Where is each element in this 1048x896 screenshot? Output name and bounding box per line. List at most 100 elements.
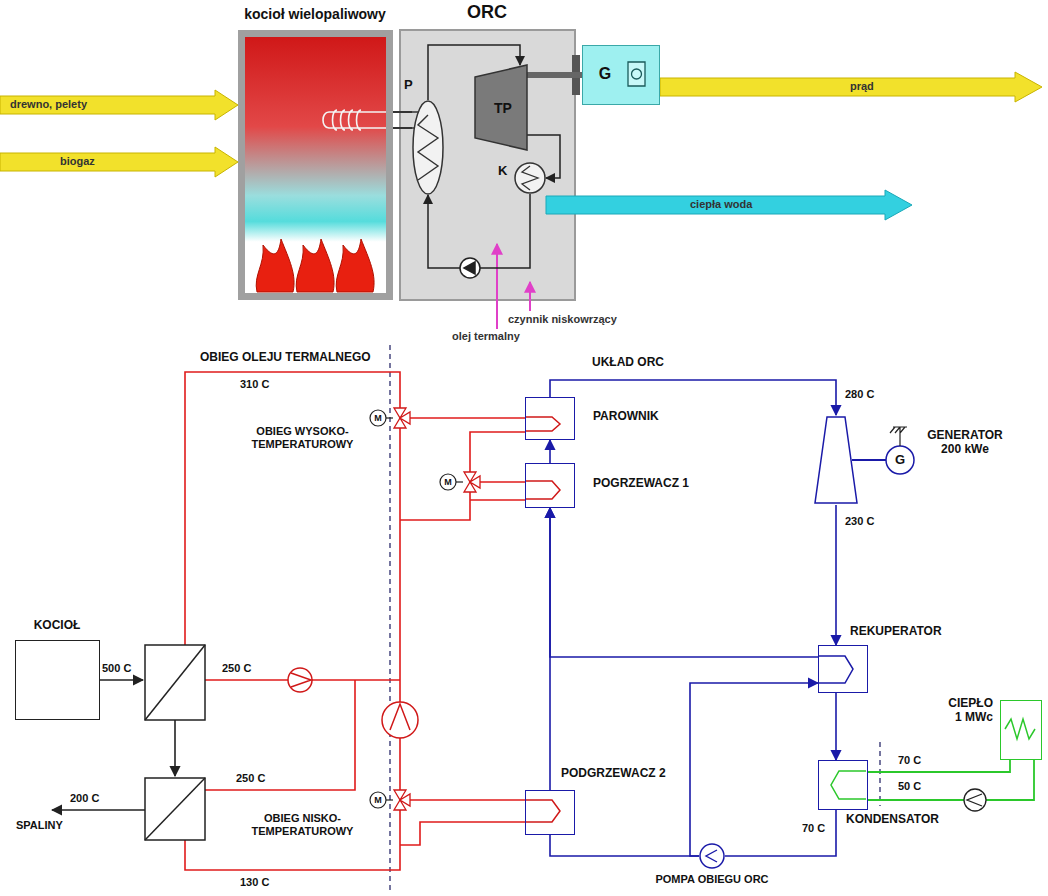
oil-pump	[288, 668, 418, 738]
annotation-label: OBIEG NISKO- TEMPERATUROWY	[240, 812, 365, 837]
annotation-label: 50 C	[898, 780, 921, 793]
connector-layer	[393, 45, 1010, 856]
valve-motor-link	[386, 417, 393, 418]
motor-mark: M	[374, 413, 382, 423]
node-outline	[526, 464, 574, 507]
node-symbol	[815, 417, 857, 503]
turbine-generator: GGENERATOR 200 kWe	[815, 415, 925, 505]
node-outline	[819, 761, 867, 809]
node-label: G	[599, 65, 611, 83]
node-label: KONDENSATOR	[846, 813, 939, 827]
hot-water-arrow	[546, 190, 912, 220]
generator-box: G	[582, 45, 660, 105]
node-shape	[515, 163, 545, 193]
node-symbol	[628, 62, 645, 86]
pointer-line	[529, 282, 531, 311]
node-symbol	[831, 771, 866, 799]
node-symbol	[526, 800, 560, 822]
thermal-oil-pipes	[408, 417, 525, 419]
node-shape	[475, 65, 527, 150]
annotation-label: 310 C	[240, 378, 269, 391]
fuel-arrow	[0, 90, 238, 120]
boiler-block: KOCIOŁ	[15, 640, 100, 720]
orc-pump	[460, 258, 480, 278]
annotation-label: biogaz	[60, 155, 95, 168]
annotation-label: 500 C	[102, 662, 131, 675]
node-outline	[412, 100, 444, 195]
annotation-label: SPALINY	[16, 819, 63, 832]
node-symbol	[819, 656, 853, 683]
node-outline	[815, 415, 925, 505]
node-symbol	[522, 166, 538, 190]
heat-exchanger-box: KONDENSATOR	[818, 760, 868, 810]
motor-mark: M	[374, 795, 382, 805]
node-shape	[413, 101, 443, 194]
node-label: kocioł wielopaliwowy	[244, 6, 386, 22]
heating-pump	[964, 789, 986, 811]
pipe-connector	[550, 835, 699, 856]
fuel-arrow	[0, 147, 238, 177]
pipe-connector	[725, 810, 836, 856]
node-outline	[1001, 701, 1041, 759]
node-symbol	[852, 459, 886, 461]
heat-exchanger-box: REKUPERATOR	[818, 645, 868, 693]
heat-exchanger-box: PODGRZEWACZ 2	[525, 790, 575, 835]
heating-pump	[967, 794, 982, 806]
node-symbol	[526, 417, 560, 431]
pipe-connector	[393, 111, 412, 113]
node-label: K	[498, 164, 507, 179]
node-label: REKUPERATOR	[850, 625, 942, 639]
pointer-line	[496, 244, 498, 329]
valve-motor-link	[386, 418, 463, 800]
pipe-connector	[550, 508, 818, 657]
node-label: PAROWNIK	[593, 410, 659, 424]
evaporator-symbol: P	[412, 100, 444, 195]
node-outline	[526, 791, 574, 834]
thermal-oil-pipes	[408, 799, 525, 801]
node-symbol	[412, 112, 438, 180]
node-symbol	[323, 110, 386, 130]
node-outline	[819, 646, 867, 692]
node-label: GENERATOR 200 kWe	[919, 429, 1011, 457]
thermal-oil-pipes	[478, 481, 525, 483]
annotation-label: 280 C	[845, 388, 874, 401]
node-symbol	[1005, 719, 1035, 739]
node-symbol	[256, 239, 374, 292]
node-label: CIEPŁO 1 MWc	[941, 697, 993, 725]
thermal-oil-pipes	[205, 680, 355, 790]
thermal-oil-pipes	[400, 432, 525, 520]
thermal-oil-pipes	[400, 822, 525, 845]
background-layout	[0, 30, 1042, 890]
thermal-oil-pipes	[470, 499, 525, 501]
pipe-connector	[549, 440, 551, 463]
annotation-label: 250 C	[222, 662, 251, 675]
flue-gas-arrow	[174, 720, 176, 776]
flue-heat-exchanger	[145, 645, 205, 720]
pipe-connector	[868, 760, 1010, 772]
node-outline	[699, 843, 725, 869]
annotation-label: OBIEG OLEJU TERMALNEGO	[200, 351, 371, 365]
node-label: KOCIOŁ	[34, 619, 81, 633]
heating-water-pipe	[868, 760, 1034, 800]
valve-motor-link	[456, 481, 463, 482]
annotation-label: 200 C	[70, 792, 99, 805]
node-outline	[583, 46, 659, 104]
oil-pipe	[393, 127, 412, 129]
node-label: P	[404, 78, 413, 93]
node-label: TP	[494, 100, 512, 116]
orc-housing	[400, 30, 575, 300]
annotation-label: 130 C	[240, 876, 269, 889]
flue-heat-exchanger	[145, 645, 205, 720]
flue-heat-exchanger	[145, 645, 205, 840]
valve-motor	[440, 474, 456, 490]
node-label: POMPA OBIEGU ORC	[655, 873, 768, 886]
turbine-symbol: TP	[475, 65, 527, 150]
node-symbol	[632, 69, 642, 79]
annotation-label: czynnik niskowrzący	[508, 313, 617, 326]
oil-pump	[291, 673, 311, 687]
node-outline	[245, 37, 386, 293]
valve-motor	[370, 792, 386, 808]
